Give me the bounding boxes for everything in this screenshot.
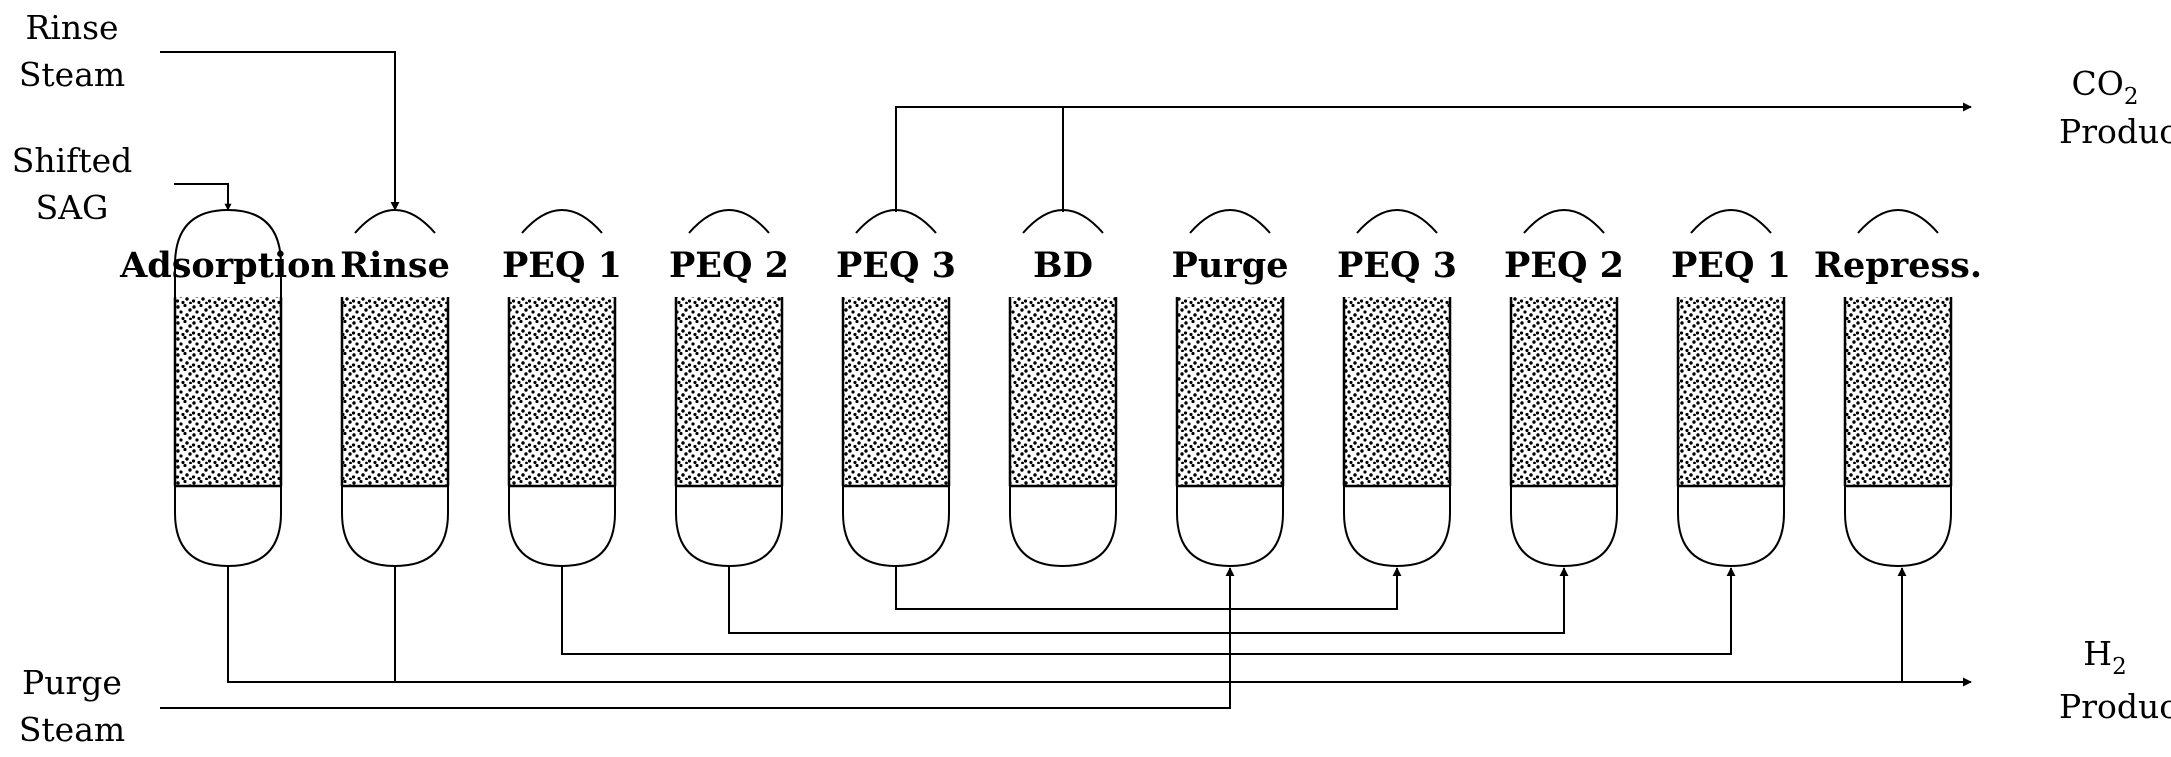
column-bottom-head xyxy=(1844,486,1952,568)
column-top-arc xyxy=(1356,209,1438,234)
packed-bed xyxy=(1177,297,1283,486)
purge-steam-label-line1: Purge xyxy=(22,663,122,702)
column-top-arc xyxy=(521,209,603,234)
column-5: PEQ 3 xyxy=(836,209,956,568)
step-label: PEQ 1 xyxy=(1671,245,1791,286)
column-7: Purge xyxy=(1172,209,1289,568)
column-bottom-head xyxy=(341,486,449,568)
column-top-arc xyxy=(1690,209,1772,234)
column-bottom-head xyxy=(1510,486,1618,568)
column-top-arc xyxy=(855,209,937,234)
h2-formula-subscript: 2 xyxy=(2112,654,2127,680)
column-bottom-head xyxy=(842,486,950,568)
rinse-steam-feed-line xyxy=(160,51,400,211)
peq3-equalization-line xyxy=(895,566,1402,610)
shifted-sag-label-line2: SAG xyxy=(36,188,109,227)
packed-bed xyxy=(1511,297,1617,486)
step-label: Adsorption xyxy=(119,245,336,286)
h2-product-line xyxy=(227,566,1972,687)
h2-product-label: Product xyxy=(2059,687,2171,726)
rinse-steam-label-line2: Steam xyxy=(19,55,125,94)
column-bottom-head xyxy=(675,486,783,568)
column-top-arc xyxy=(1189,209,1271,234)
column-bottom-head xyxy=(174,486,282,568)
column-2: Rinse xyxy=(340,209,450,568)
step-label: PEQ 3 xyxy=(1337,245,1457,286)
packed-bed xyxy=(843,297,949,486)
column-8: PEQ 3 xyxy=(1337,209,1457,568)
step-label: PEQ 3 xyxy=(836,245,956,286)
packed-bed xyxy=(1344,297,1450,486)
packed-bed xyxy=(342,297,448,486)
h2-product-formula: H2 xyxy=(2083,634,2126,680)
h2-formula-base: H xyxy=(2083,634,2112,673)
column-4: PEQ 2 xyxy=(669,209,789,568)
column-top-arc xyxy=(1523,209,1605,234)
co2-formula-subscript: 2 xyxy=(2124,84,2139,110)
packed-bed xyxy=(676,297,782,486)
packed-bed xyxy=(175,297,281,486)
step-label: Repress. xyxy=(1814,245,1982,286)
step-label: Rinse xyxy=(340,245,450,286)
column-11: Repress. xyxy=(1814,209,1982,568)
column-bottom-head xyxy=(508,486,616,568)
column-10: PEQ 1 xyxy=(1671,209,1791,568)
step-label: PEQ 1 xyxy=(502,245,622,286)
co2-product-label: Product xyxy=(2059,112,2171,151)
column-bottom-head xyxy=(1343,486,1451,568)
step-label: BD xyxy=(1033,245,1093,286)
column-1: Adsorption xyxy=(119,208,336,568)
purge-steam-feed-line xyxy=(160,567,1235,709)
step-label: Purge xyxy=(1172,245,1289,286)
column-top-arc xyxy=(688,209,770,234)
column-bottom-head xyxy=(1176,486,1284,568)
column-3: PEQ 1 xyxy=(502,209,622,568)
column-bottom-head xyxy=(1677,486,1785,568)
shifted-sag-label-line1: Shifted xyxy=(12,141,133,180)
packed-bed xyxy=(1845,297,1951,486)
peq1-equalization-line xyxy=(561,566,1736,655)
column-top-arc xyxy=(354,209,436,234)
purge-steam-label-line2: Steam xyxy=(19,710,125,749)
peq2-equalization-line xyxy=(728,566,1569,634)
packed-bed xyxy=(1678,297,1784,486)
column-9: PEQ 2 xyxy=(1504,209,1624,568)
packed-bed xyxy=(509,297,615,486)
column-top-arc xyxy=(1022,209,1104,234)
step-label: PEQ 2 xyxy=(669,245,789,286)
packed-bed xyxy=(1010,297,1116,486)
column-bottom-head xyxy=(1009,486,1117,568)
co2-formula-base: CO xyxy=(2072,64,2124,103)
flow-lines xyxy=(160,51,1972,709)
shifted-sag-feed-line xyxy=(174,183,232,211)
step-label: PEQ 2 xyxy=(1504,245,1624,286)
rinse-steam-label-line1: Rinse xyxy=(25,8,118,47)
co2-product-formula: CO2 xyxy=(2072,64,2139,110)
column-6: BD xyxy=(1008,209,1118,568)
co2-product-line xyxy=(895,102,1972,212)
column-top-arc xyxy=(1857,209,1939,234)
